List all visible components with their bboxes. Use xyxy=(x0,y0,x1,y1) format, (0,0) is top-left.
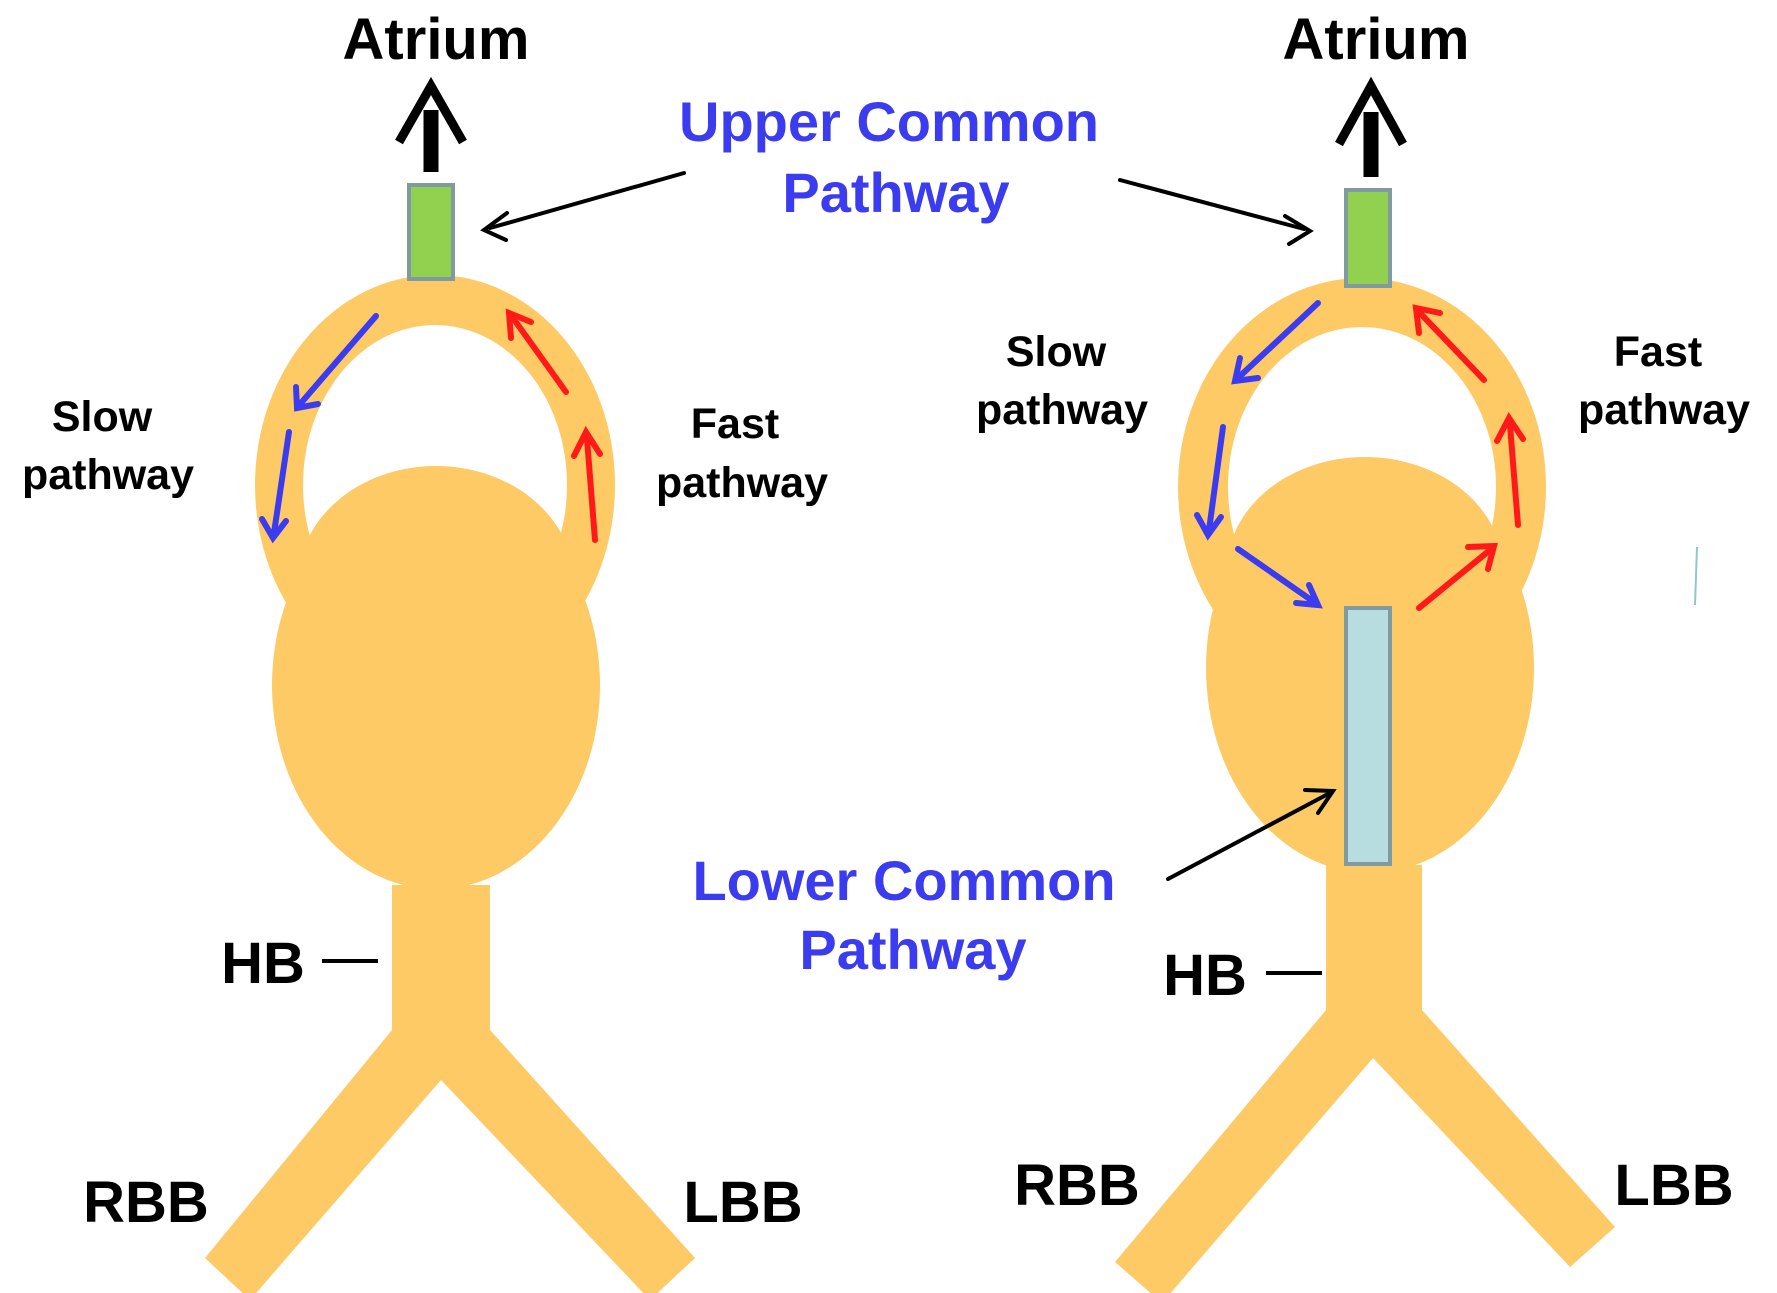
left-av-node xyxy=(272,481,600,889)
left-tissue xyxy=(205,275,695,1293)
lbb-label-right: LBB xyxy=(1614,1153,1733,1218)
left-his-bundle xyxy=(392,885,490,1035)
upper-common-pathway-label-line2: Pathway xyxy=(782,161,1009,224)
fast-pathway-label-right-line1: Fast xyxy=(1614,328,1702,376)
upper-common-pointer-left xyxy=(484,173,684,240)
right-bundle-branches xyxy=(1115,1010,1615,1293)
left-diagram xyxy=(205,86,695,1293)
atrium-label-left: Atrium xyxy=(343,7,530,72)
left-bundle-branches xyxy=(205,1030,695,1293)
slow-pathway-label-right-line2: pathway xyxy=(976,386,1148,434)
fast-pathway-label-right-line2: pathway xyxy=(1578,386,1750,434)
fast-pathway-label-left-line1: Fast xyxy=(691,400,779,448)
right-atrium-arrow xyxy=(1339,86,1403,177)
right-his-bundle xyxy=(1326,865,1422,1015)
atrium-label-right: Atrium xyxy=(1283,7,1470,72)
right-lower-common-pathway-box xyxy=(1346,608,1390,864)
hb-label-left: HB xyxy=(221,931,305,996)
slow-pathway-label-left-line1: Slow xyxy=(52,393,153,441)
rbb-label-left: RBB xyxy=(83,1170,209,1235)
rbb-label-right: RBB xyxy=(1014,1153,1140,1218)
lower-common-pathway-label-line1: Lower Common xyxy=(692,849,1115,912)
slow-pathway-label-left-line2: pathway xyxy=(22,451,194,499)
hb-label-right: HB xyxy=(1163,943,1247,1008)
lower-common-pathway-label-line2: Pathway xyxy=(799,918,1026,981)
edge-mark xyxy=(1695,547,1697,605)
right-upper-common-pathway-box xyxy=(1346,190,1390,286)
fast-pathway-label-left-line2: pathway xyxy=(656,459,828,507)
left-atrium-arrow xyxy=(399,86,463,172)
lbb-label-left: LBB xyxy=(683,1170,802,1235)
slow-pathway-label-right-line1: Slow xyxy=(1006,328,1107,376)
upper-common-pointer-right xyxy=(1120,180,1310,244)
right-diagram xyxy=(1115,86,1615,1293)
left-upper-common-pathway-box xyxy=(409,185,453,279)
upper-common-pathway-label-line1: Upper Common xyxy=(679,90,1099,153)
